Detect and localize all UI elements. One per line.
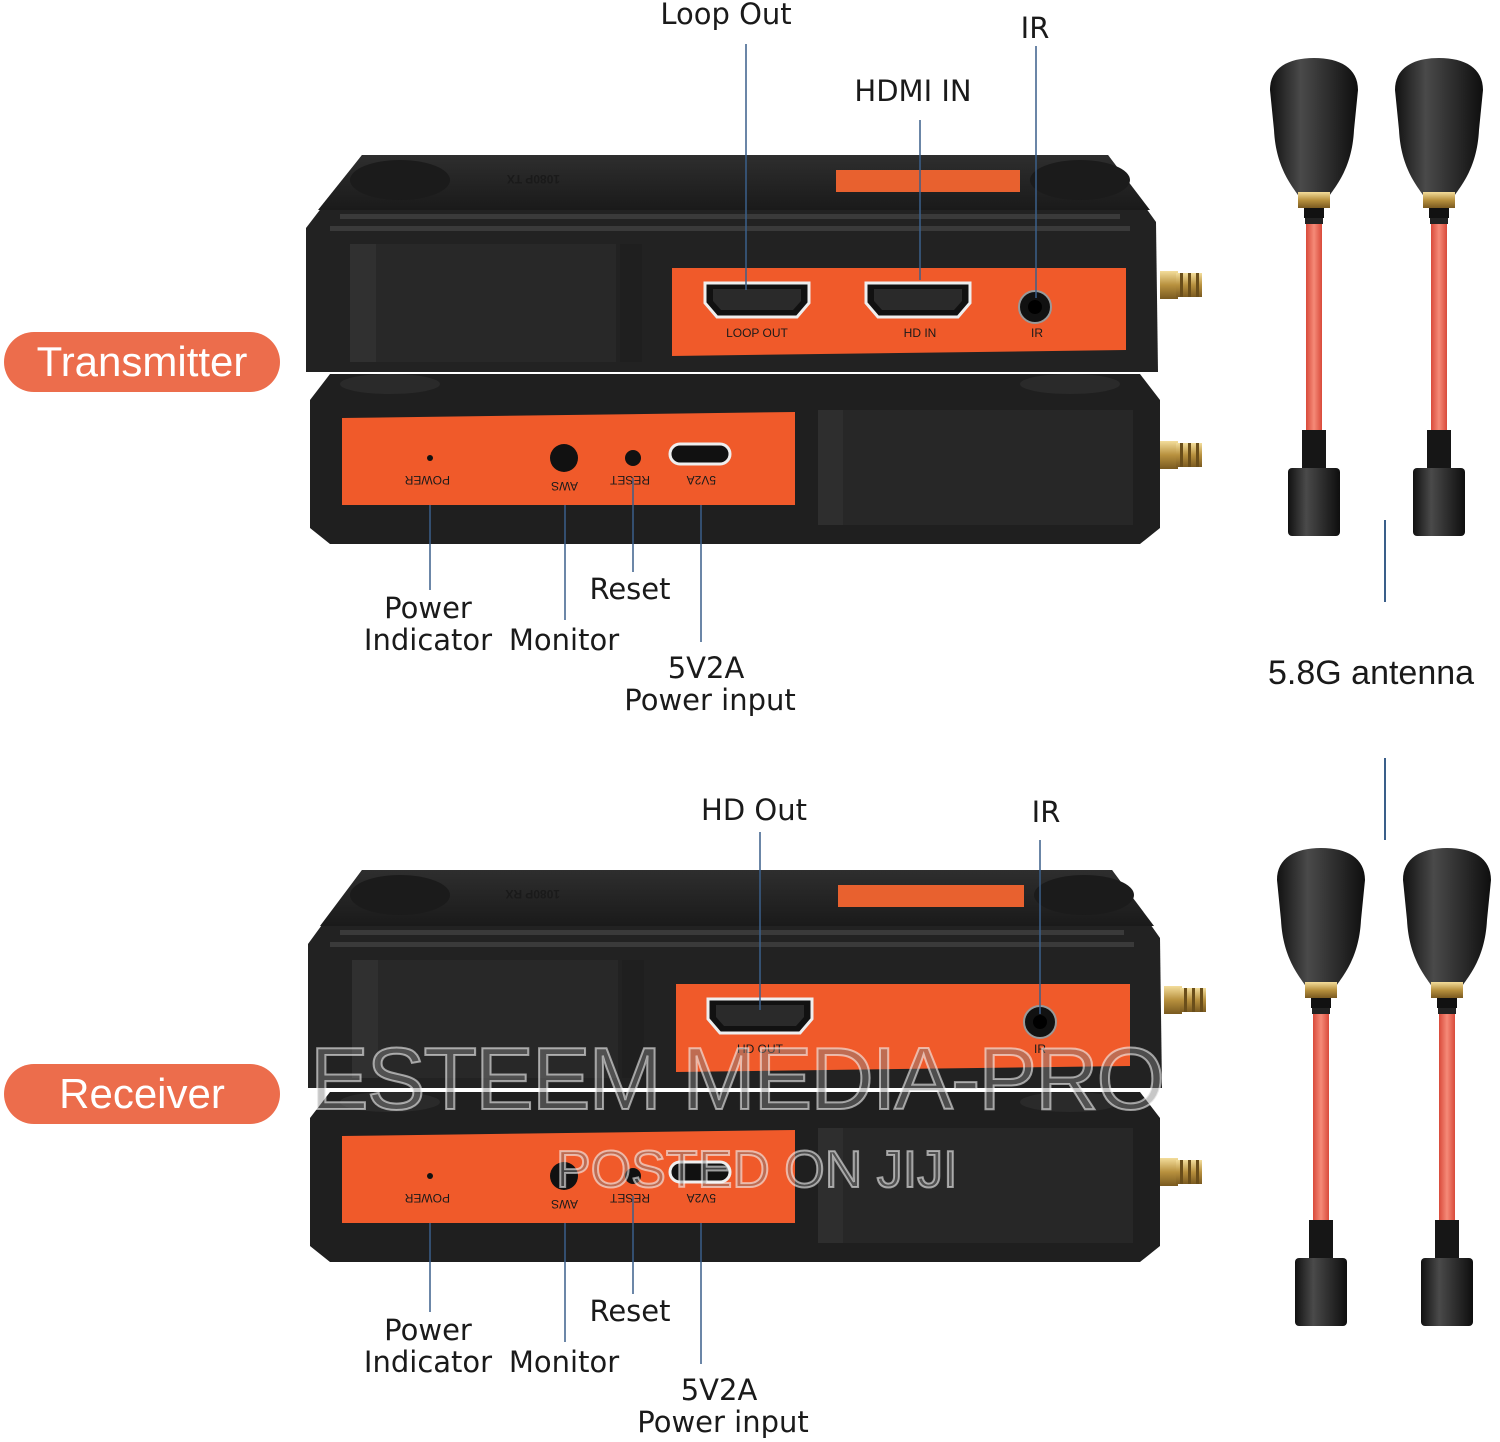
- tx-port-loop-out: LOOP OUT: [726, 326, 788, 340]
- rx-port-aws: AWS: [551, 1197, 578, 1211]
- rx-callout-reset: Reset: [589, 1294, 671, 1328]
- monitor-jack-icon: [550, 444, 578, 472]
- antenna-icon: [1395, 58, 1483, 536]
- receiver-label: Receiver: [4, 1064, 280, 1124]
- tx-callout-power-2: Indicator: [363, 623, 493, 657]
- rx-callout-power-2: Indicator: [363, 1345, 493, 1379]
- power-led-icon: [427, 455, 433, 461]
- usb-c-port-icon: [668, 442, 732, 466]
- sma-connector-icon: [1160, 441, 1202, 469]
- rx-port-5v2a: 5V2A: [687, 1191, 716, 1205]
- tx-callout-ir: IR: [1020, 11, 1050, 45]
- rx-callout-power-input: Power input: [637, 1405, 809, 1439]
- transmitter-label: Transmitter: [4, 332, 280, 392]
- usb-c-port-icon: [668, 1160, 732, 1184]
- sma-connector-icon: [1160, 271, 1202, 299]
- reset-button-icon: [625, 450, 641, 466]
- tx-callout-hdmi-in: HDMI IN: [854, 74, 972, 108]
- tx-callout-loop-out: Loop Out: [660, 0, 792, 31]
- tx-port-reset: RESET: [609, 473, 650, 487]
- transmitter-upper-unit: [306, 155, 1158, 372]
- antenna-icon: [1270, 58, 1358, 536]
- antenna-icon: [1277, 848, 1365, 1326]
- hdmi-port-icon: [703, 281, 811, 319]
- rx-callout-ir: IR: [1031, 795, 1061, 829]
- tx-callout-5v2a: 5V2A: [667, 651, 745, 685]
- tx-brand-badge: [836, 170, 1020, 192]
- tx-port-power: POWER: [404, 473, 450, 487]
- rx-port-reset: RESET: [609, 1191, 650, 1205]
- ir-jack-icon: [1018, 290, 1052, 324]
- sma-connector-icon: [1160, 1158, 1202, 1186]
- watermark-sub: POSTED ON JIJI: [555, 1140, 959, 1200]
- rx-port-ir: IR: [1034, 1042, 1046, 1056]
- hdmi-port-icon: [864, 281, 972, 319]
- antenna-icon: [1403, 848, 1491, 1326]
- tx-port-5v2a: 5V2A: [687, 473, 716, 487]
- rx-leader-lines: [429, 832, 1041, 1364]
- rx-brand-badge: [838, 885, 1024, 907]
- reset-button-icon: [625, 1168, 641, 1184]
- monitor-jack-icon: [550, 1162, 578, 1190]
- tx-port-ir: IR: [1031, 326, 1043, 340]
- tx-callout-power-input: Power input: [624, 683, 796, 717]
- rx-callout-power-1: Power: [384, 1313, 472, 1347]
- tx-callout-reset: Reset: [589, 572, 671, 606]
- rx-callout-5v2a: 5V2A: [680, 1373, 758, 1407]
- tx-callout-monitor: Monitor: [508, 623, 620, 657]
- transmitter-lower-unit: [310, 374, 1160, 544]
- rx-port-power: POWER: [404, 1191, 450, 1205]
- tx-callout-power-1: Power: [384, 591, 472, 625]
- rx-port-hd-out: HD OUT: [737, 1042, 784, 1056]
- tx-brand-text: 1080P TX: [507, 172, 560, 186]
- tx-leader-lines: [429, 44, 1037, 642]
- sma-connector-icon: [1164, 986, 1206, 1014]
- rx-brand-text: 1080P RX: [506, 887, 561, 901]
- rx-callout-hd-out: HD Out: [701, 793, 807, 827]
- antenna-label: 5.8G antenna: [1268, 654, 1475, 692]
- watermark-main: ESTEEM MEDIA-PRO: [309, 1028, 1166, 1129]
- rx-callout-monitor: Monitor: [508, 1345, 620, 1379]
- tx-port-hd-in: HD IN: [904, 326, 937, 340]
- tx-port-aws: AWS: [551, 479, 578, 493]
- power-led-icon: [427, 1173, 433, 1179]
